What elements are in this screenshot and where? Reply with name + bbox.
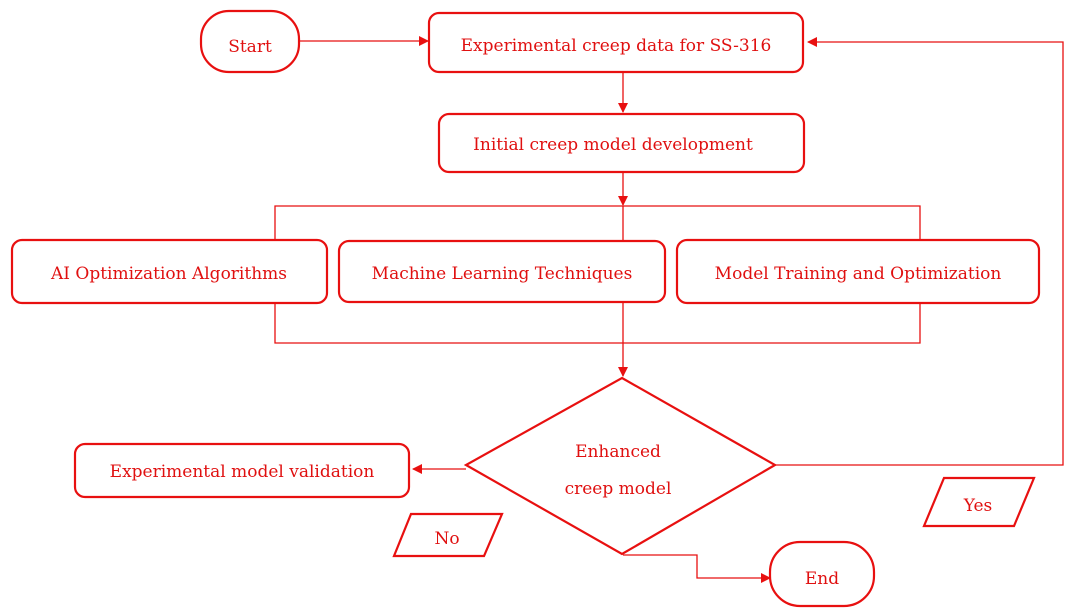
no-branch-label: No <box>392 512 504 558</box>
split-line <box>274 205 921 240</box>
validation-label: Experimental model validation <box>110 462 375 482</box>
experimental-data-label: Experimental creep data for SS-316 <box>461 36 772 56</box>
no-label: No <box>434 529 459 549</box>
end-node: End <box>768 540 876 608</box>
yes-label: Yes <box>963 496 993 516</box>
decision-label-line2: creep model <box>565 479 672 499</box>
connectors <box>274 36 1064 583</box>
decision-node: Enhanced creep model <box>463 376 778 556</box>
machine-learning-node: Machine Learning Techniques <box>337 239 667 304</box>
merge-line <box>274 304 921 344</box>
ai-optimization-node: AI Optimization Algorithms <box>10 238 329 305</box>
model-training-node: Model Training and Optimization <box>675 238 1041 305</box>
machine-learning-label: Machine Learning Techniques <box>372 264 633 284</box>
end-label: End <box>805 569 839 589</box>
arrow-decision-loop-back <box>775 37 1064 466</box>
arrow-decision-to-end <box>623 554 771 583</box>
ai-optimization-label: AI Optimization Algorithms <box>50 264 287 284</box>
initial-model-label: Initial creep model development <box>473 135 753 155</box>
validation-node: Experimental model validation <box>73 442 411 499</box>
model-training-label: Model Training and Optimization <box>715 264 1002 284</box>
start-label: Start <box>228 37 272 57</box>
yes-branch-label: Yes <box>922 476 1036 528</box>
experimental-data-node: Experimental creep data for SS-316 <box>427 11 805 74</box>
decision-label-line1: Enhanced <box>575 442 661 462</box>
initial-model-node: Initial creep model development <box>437 112 806 174</box>
start-node: Start <box>199 9 301 74</box>
